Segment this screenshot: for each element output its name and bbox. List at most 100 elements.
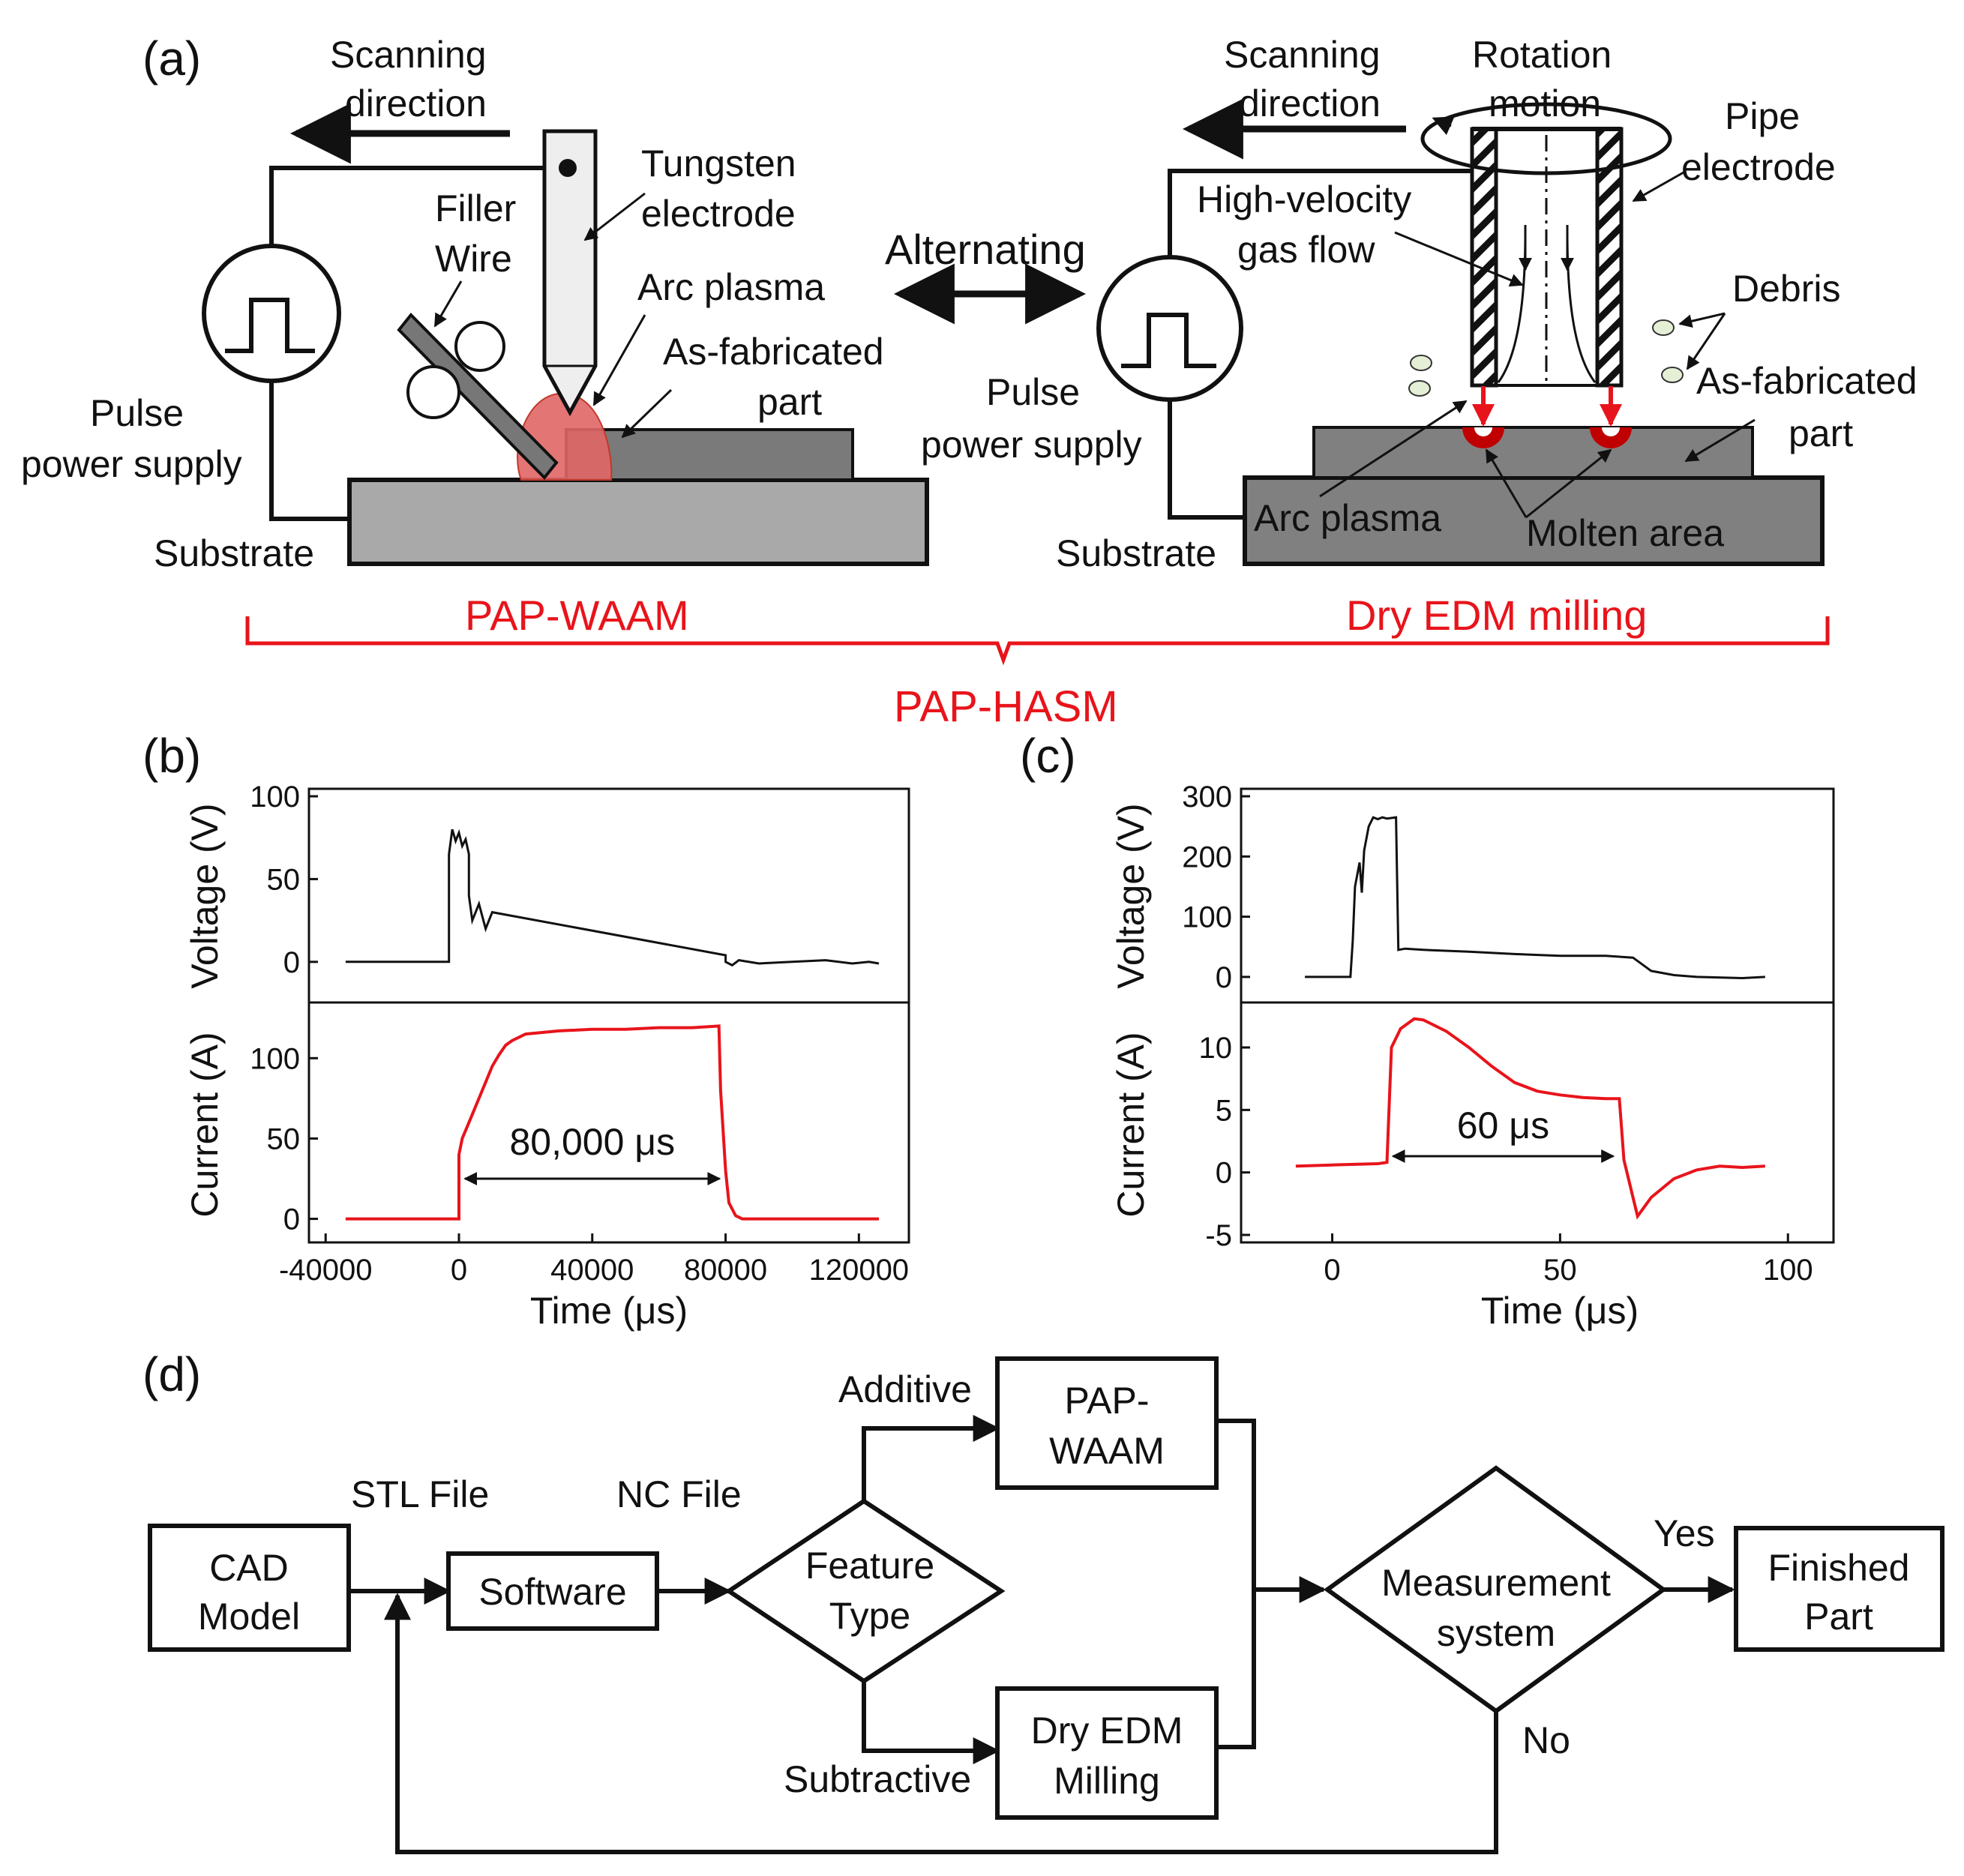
panel-label-c: (c) [1020,729,1076,783]
chart-b-current-ticks: 0 50 100 [250,1042,318,1236]
feed-roller-1 [454,321,505,372]
chart-c-current-series [1295,1017,1765,1220]
chart-b-xlabel: Time (μs) [530,1290,688,1332]
rotation-l1: Rotation [1472,34,1612,76]
ytick-label: 300 [1182,781,1232,814]
pulse-left-l2: power supply [21,443,242,485]
debris-label: Debris [1732,268,1840,310]
waam-l1: PAP- [1065,1380,1150,1422]
scanning-direction-left-l1: Scanning [330,34,487,76]
xtick-label: 0 [1324,1254,1340,1287]
filler-l1: Filler [435,187,516,229]
as-fab-left-l2: part [757,381,822,423]
ytick-label: 100 [1182,901,1232,934]
alternating-label: Alternating [885,226,1086,273]
merge-line [1216,1419,1324,1749]
finished-l1: Finished [1768,1547,1910,1589]
tungsten-pointer [583,192,646,241]
tungsten-l2: electrode [641,193,796,235]
pulse-source-left [202,244,341,383]
molten-area-2 [1590,427,1632,448]
ytick-label: 50 [267,863,301,896]
bracket-right-label: Dry EDM milling [1346,592,1647,639]
chart-b-voltage-frame [307,787,910,1004]
chart-c-duration-label: 60 μs [1457,1104,1549,1146]
ytick-label: 50 [267,1122,301,1155]
yes-label: Yes [1654,1512,1715,1554]
panel-label-b: (b) [142,729,201,783]
software-label: Software [478,1571,626,1613]
xtick-label: 40000 [550,1254,634,1287]
molten-pointer-1 [1485,448,1528,518]
ytick-label: -5 [1205,1219,1232,1252]
rotation-ellipse [1420,102,1672,175]
ytick-label: 0 [283,1203,300,1236]
additive-label: Additive [838,1368,972,1410]
arrow-feature-edm [862,1681,1000,1764]
as-fab-left-pointer [621,388,673,439]
chart-b-voltage-series [345,829,880,967]
debris-particle-1 [1410,355,1432,371]
pulse-symbol-left-icon [225,298,315,353]
pulse-right-l1: Pulse [986,371,1080,413]
panel-a-left: (a) Scanning direction Pulse power suppl… [21,31,929,574]
pipe-l2: electrode [1681,146,1836,188]
debris-particle-4 [1661,367,1684,383]
chart-b-current-frame [307,1001,910,1244]
software-box [446,1551,659,1631]
rotation-l2: motion [1489,82,1601,124]
as-fabricated-part-right [1312,426,1754,479]
nc-label: NC File [616,1473,742,1515]
bracket-combined-label: PAP-HASM [894,682,1118,731]
chart-c-voltage-ylabel: Voltage (V) [1110,803,1152,988]
ytick-label: 10 [1199,1032,1233,1065]
chart-c-voltage-frame [1240,787,1835,1004]
pipe-pointer [1632,171,1684,202]
arc-plasma-left-label: Arc plasma [637,266,825,308]
chart-c-current-ylabel: Current (A) [1110,1032,1152,1217]
scanning-direction-right-l2: direction [1239,82,1381,124]
ytick-label: 0 [283,946,300,979]
gas-l2: gas flow [1237,229,1375,271]
chart-b-voltage-ticks: 0 50 100 [250,781,318,979]
substrate-left [347,478,929,566]
scanning-direction-left-l2: direction [345,82,487,124]
chart-c-voltage-series [1305,816,1765,980]
stl-label: STL File [351,1473,489,1515]
ytick-label: 100 [250,781,300,814]
debris-particle-3 [1652,319,1675,336]
tungsten-l1: Tungsten [641,142,796,184]
substrate-left-label: Substrate [154,532,314,574]
substrate-right-label: Substrate [1056,532,1216,574]
arrow-no-feedback [384,1593,1498,1854]
panel-label-d: (d) [142,1347,201,1401]
subtractive-label: Subtractive [784,1758,971,1800]
as-fabricated-part-left [565,428,854,481]
chart-c-xlabel: Time (μs) [1481,1290,1639,1332]
as-fab-right-pointer [1684,418,1756,463]
feed-roller-2 [406,365,460,419]
molten-label: Molten area [1526,512,1724,554]
ytick-label: 200 [1182,841,1232,874]
filler-l2: Wire [435,238,512,280]
finished-part-box [1734,1526,1945,1652]
ytick-label: 100 [250,1042,300,1075]
pulse-symbol-right-icon [1121,313,1216,368]
as-fab-right-l1: As-fabricated [1696,360,1918,402]
cad-model-box [148,1524,351,1652]
xtick-label: 100 [1763,1254,1813,1287]
no-label: No [1522,1719,1570,1761]
gas-pointer [1394,231,1524,287]
chart-c-current-frame [1240,1001,1835,1244]
chart-b-current-ylabel: Current (A) [184,1032,226,1217]
circuit-wire-left [269,166,568,521]
feature-l1: Feature [805,1545,934,1587]
pipe-l1: Pipe [1725,95,1800,137]
ytick-label: 5 [1216,1094,1232,1127]
electrode-contact-dot [559,159,577,177]
hybrid-bracket: PAP-WAAM Dry EDM milling PAP-HASM [245,592,1830,731]
bracket-line [245,616,1830,666]
